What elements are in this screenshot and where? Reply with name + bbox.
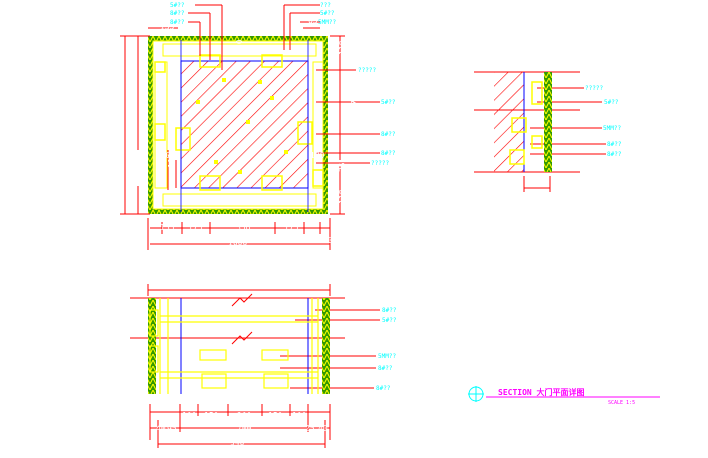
- section-label-c: 5MM??: [603, 125, 621, 132]
- plan-label-t3: 8#??: [170, 19, 185, 26]
- dim-plan-total-1000: 1000: [228, 238, 247, 247]
- elev-dim-total-940: 940: [230, 438, 245, 447]
- plan-fixing-block: [154, 61, 166, 73]
- plan-label-t5: 5#??: [320, 10, 335, 17]
- plan-hatched-core: [180, 60, 309, 189]
- plan-screws: [196, 78, 288, 174]
- dim-plan-right-260: 260: [350, 183, 359, 198]
- section-label-b: 5#??: [604, 99, 619, 106]
- elev-dim-b150a: 150: [204, 411, 219, 420]
- plan-view: 135 65 110 510 1000 110 110 705 35 260 1…: [115, 2, 396, 250]
- section-block: [509, 149, 525, 165]
- dim-plan-bottom-175a: 175: [188, 223, 203, 232]
- section-label-e: 8#??: [607, 151, 622, 158]
- dim-plan-bottom-10: 10: [323, 236, 333, 245]
- dim-plan-right-10: 10: [344, 208, 353, 218]
- section-dim-b: 40: [538, 183, 544, 189]
- section-lines: [474, 71, 606, 192]
- dim-plan-inner-100: 100: [167, 153, 176, 168]
- elev-label-e: 8#??: [376, 385, 391, 392]
- drawing-scale: SCALE 1:5: [608, 400, 635, 406]
- elev-dim-top-1000: 1000: [228, 279, 247, 288]
- section-block: [511, 117, 527, 133]
- dim-plan-inner-100b: 100: [310, 151, 325, 160]
- dim-plan-right-705: 705: [350, 90, 359, 105]
- dim-plan-bottom-350: 350: [236, 223, 251, 232]
- plan-label-t4: ???: [320, 2, 331, 9]
- elev-label-b: 5#??: [382, 317, 397, 324]
- dim-plan-bottom-175b: 175: [284, 223, 299, 232]
- plan-right-rail: [312, 61, 324, 189]
- dim-plan-inner-170: 170: [156, 151, 171, 160]
- plan-label-r4: 8#??: [381, 150, 396, 157]
- elevation-blue-lines: [180, 298, 309, 394]
- dim-plan-left-1000: 1000: [115, 116, 124, 135]
- elev-dim-b95: 95: [167, 424, 177, 433]
- section-label-d: 8#??: [607, 141, 622, 148]
- elev-dim-b40a: 40: [156, 424, 166, 433]
- plan-fixing-block: [312, 169, 324, 187]
- plan-label-t6: 5MM??: [318, 19, 336, 26]
- elev-label-c: 5MM??: [378, 353, 396, 360]
- plan-bottom-rail: [162, 193, 317, 207]
- drawing-title: SECTION 大门平面详图: [498, 387, 585, 397]
- elev-dim-b700: 700: [237, 424, 252, 433]
- elev-dim-b150b: 150: [268, 411, 283, 420]
- section-frame: [544, 72, 552, 172]
- dim-plan-left-110b: 110: [129, 191, 138, 206]
- dim-plan-right-110a: 110: [338, 40, 347, 55]
- dim-plan-inner-110: 110: [235, 39, 244, 54]
- plan-ref-lines: [180, 40, 309, 212]
- elev-dim-b200: 200: [237, 411, 252, 420]
- section-block: [531, 81, 543, 105]
- section-label-a: ?????: [585, 85, 603, 92]
- plan-label-r1: ?????: [358, 67, 376, 74]
- dim-plan-left-510: 510: [129, 100, 138, 115]
- section-block: [531, 135, 543, 149]
- title-block: SECTION 大门平面详图 SCALE 1:5: [468, 386, 660, 406]
- elevation-right-frame: [322, 298, 330, 394]
- elev-dim-b100b: 100: [292, 411, 307, 420]
- section-dim-a: 40: [527, 183, 533, 189]
- section-hatched-wall: [494, 72, 524, 172]
- elev-dim-b100a: 100: [182, 411, 197, 420]
- plan-fixing-block: [199, 175, 221, 191]
- plan-fixing-block: [261, 54, 283, 68]
- dim-plan-top-65: 65: [308, 16, 318, 25]
- elev-label-a: 8#??: [382, 307, 397, 314]
- plan-label-t2: 8#??: [170, 10, 185, 17]
- plan-fixing-block: [175, 127, 191, 151]
- plan-fixing-block: [154, 123, 166, 141]
- section-detail: ????? 5#?? 5MM?? 8#?? 8#?? 40 40: [474, 71, 622, 192]
- plan-label-r2: 5#??: [381, 99, 396, 106]
- plan-fixing-block: [261, 175, 283, 191]
- dim-plan-top-135: 135: [160, 22, 175, 31]
- elev-label-d: 8#??: [378, 365, 393, 372]
- elev-dim-b25: 25: [305, 424, 315, 433]
- elevation-members: [149, 298, 319, 394]
- dim-plan-right-110b: 110: [338, 189, 347, 204]
- dim-plan-right-35: 35: [338, 162, 347, 172]
- plan-top-rail: [162, 43, 317, 57]
- elevation-dim-lines: [130, 284, 380, 448]
- plan-label-r5: ?????: [371, 160, 389, 167]
- dim-plan-bottom-135: 135: [160, 223, 175, 232]
- dim-plan-left-110a: 110: [129, 40, 138, 55]
- elevation-view: 1000 100 150 200 150 100 40 95 700 25 40…: [130, 279, 397, 448]
- dim-plan-bottom-65: 65: [308, 236, 318, 245]
- elev-dim-b40b: 40: [318, 424, 328, 433]
- plan-dim-lines: [120, 4, 380, 250]
- plan-label-t1: 5#??: [170, 2, 185, 9]
- plan-fixing-block: [297, 121, 313, 145]
- plan-label-r3: 8#??: [381, 131, 396, 138]
